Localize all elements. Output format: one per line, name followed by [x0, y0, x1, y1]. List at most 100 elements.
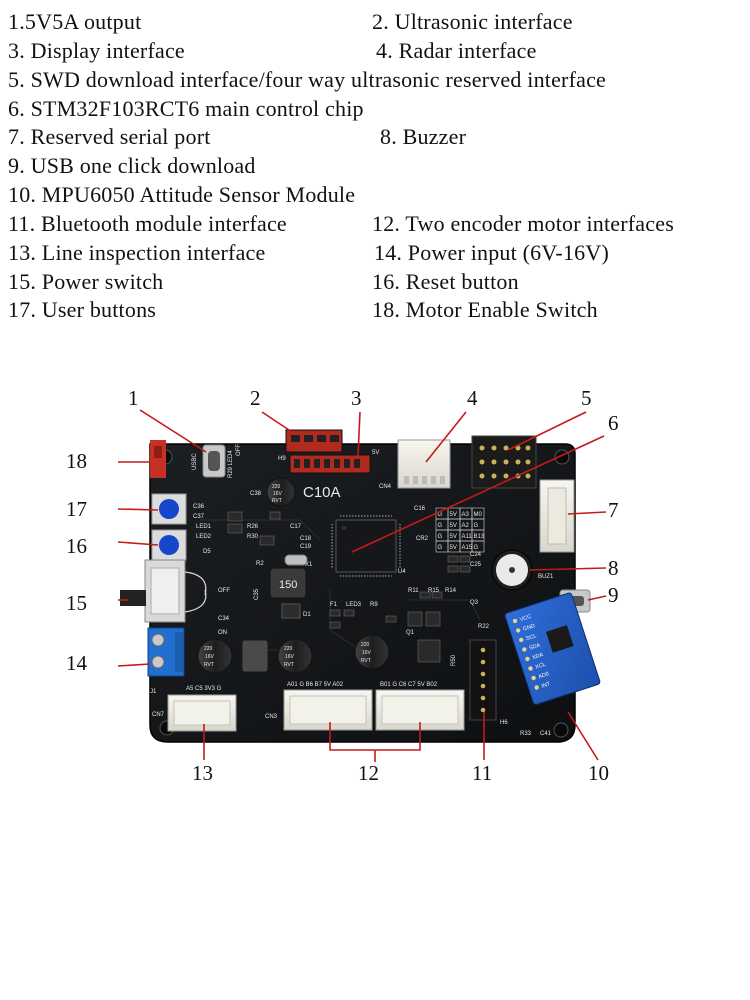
bluetooth-header [469, 639, 497, 721]
capacitor-c38: 220 16V RVT [266, 477, 296, 507]
motor-enable-switch [150, 440, 166, 478]
silk-r15: R15 [428, 588, 440, 594]
pin-table-label: A15 [462, 545, 473, 551]
pin-table-label: 5V [450, 512, 457, 518]
callout-16: 16 [66, 534, 87, 558]
silk-h9: H9 [278, 456, 286, 462]
silk-c36: C36 [193, 504, 205, 510]
silk-cn3: CN3 [265, 714, 278, 720]
legend-item-7: 7. Reserved serial port [8, 124, 211, 149]
silk-r50: R50 [451, 654, 457, 666]
silk-buz1: BUZ1 [538, 574, 554, 580]
callout-10: 10 [588, 761, 609, 785]
silk-c17: C17 [290, 524, 302, 530]
silk-u4: U4 [398, 569, 406, 575]
svg-text:RVT: RVT [361, 658, 371, 664]
mpu-pin-label: SDA [528, 642, 541, 651]
callout-15: 15 [66, 591, 87, 615]
user-button [151, 493, 187, 525]
silk-cn3-pins: A01 G B6 B7 5V A02 [287, 682, 344, 688]
encoder-connector-a [283, 689, 373, 731]
power-input-terminal [147, 627, 185, 677]
svg-text:220: 220 [361, 642, 370, 648]
pin-table-label: 5V [450, 545, 457, 551]
callout-12: 12 [358, 761, 379, 785]
pin-table-label: M0 [474, 512, 483, 518]
pin-table-cell [471, 540, 485, 553]
swd-header [471, 435, 537, 489]
silk-r26: R26 [247, 524, 259, 530]
mpu-pin-label: XDA [532, 652, 545, 661]
svg-text:220: 220 [284, 646, 293, 652]
svg-text:RVT: RVT [204, 662, 214, 668]
mpu-pin-label: INT [541, 681, 552, 690]
callout-14: 14 [66, 651, 88, 675]
svg-text:16V: 16V [273, 491, 283, 497]
leader-lines [117, 409, 607, 762]
silk-c24: C24 [470, 552, 482, 558]
ultrasonic-header [285, 429, 343, 453]
display-header [289, 454, 371, 474]
legend-item-14: 14. Power input (6V-16V) [374, 240, 609, 265]
svg-text:16V: 16V [362, 650, 372, 656]
silk-cr2: CR2 [416, 536, 429, 542]
usb-c-port [202, 444, 226, 478]
pin-table-label: A11 [462, 534, 473, 540]
silk-r33: R33 [520, 731, 532, 737]
pin-table-label: 5V [450, 523, 457, 529]
silk-c19: C19 [300, 544, 312, 550]
callout-1: 1 [128, 386, 139, 410]
smd-parts [227, 511, 471, 663]
capacitor-1: 220 16V RVT [197, 638, 233, 674]
silk-c34: C34 [218, 616, 230, 622]
legend-item-9: 9. USB one click download [8, 153, 256, 178]
silk-r2: R2 [256, 561, 264, 567]
silk-c37: C37 [193, 514, 205, 520]
svg-text:RVT: RVT [284, 662, 294, 668]
silk-c16: C16 [414, 506, 426, 512]
line-inspection-connector [167, 694, 237, 732]
callout-8: 8 [608, 556, 619, 580]
callout-11: 11 [472, 761, 492, 785]
legend-item-8: 8. Buzzer [380, 124, 467, 149]
crystal [284, 554, 308, 566]
pin-table-label: A2 [462, 523, 470, 529]
legend-item-3: 3. Display interface [8, 38, 185, 63]
legend-item-18: 18. Motor Enable Switch [372, 297, 598, 322]
silk-led4: R29 LED4 [228, 450, 234, 478]
silk-led3: LED3 [346, 602, 362, 608]
legend-item-17: 17. User buttons [8, 297, 157, 322]
buzzer [491, 549, 533, 591]
radar-connector [397, 439, 451, 489]
silk-c18: C18 [300, 536, 312, 542]
silk-cn7-pins: A5 C5 3V3 G [186, 686, 222, 692]
silk-r11: R11 [408, 588, 419, 594]
callout-3: 3 [351, 386, 362, 410]
svg-text:220: 220 [272, 484, 281, 490]
silk-r14: R14 [445, 588, 457, 594]
legend-item-5: 5. SWD download interface/four way ultra… [8, 67, 607, 92]
legend-item-13: 13. Line inspection interface [8, 240, 266, 265]
silk-led2: LED2 [196, 534, 212, 540]
svg-text:RVT: RVT [272, 498, 282, 504]
silk-q3: Q3 [470, 600, 479, 606]
pin-table-label: G [438, 545, 443, 551]
silk-c38: C38 [250, 491, 262, 497]
mpu-pin-label: AD0 [538, 671, 550, 680]
switch-traces [184, 571, 207, 613]
silk-cn7: CN7 [152, 712, 165, 718]
pin-table-label: A3 [462, 512, 470, 518]
callout-9: 9 [608, 583, 619, 607]
svg-text:150: 150 [279, 579, 297, 591]
board-model: C10A [303, 484, 341, 501]
encoder-connector-b [375, 689, 465, 731]
callout-4: 4 [467, 386, 478, 410]
callout-7: 7 [608, 498, 619, 522]
silk-5v: 5V [372, 450, 379, 456]
legend-item-4: 4. Radar interface [376, 38, 537, 63]
silk-c25: C25 [470, 562, 482, 568]
silk-cn4: CN4 [379, 484, 392, 490]
silk-q1: Q1 [406, 630, 415, 636]
